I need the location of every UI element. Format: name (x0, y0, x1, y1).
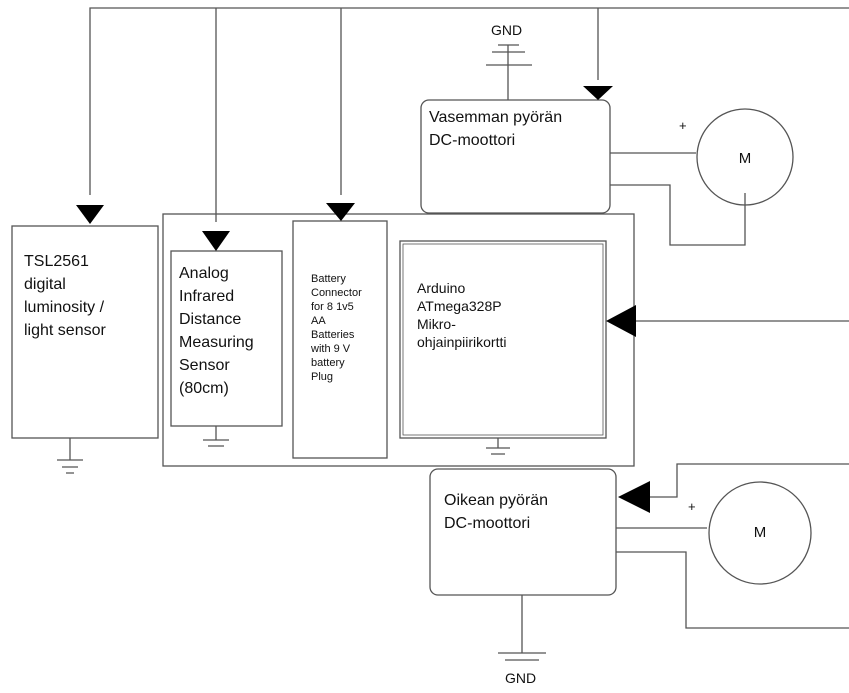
arrow-distance-sensor (202, 231, 230, 251)
arduino-label: Arduino ATmega328P Mikro- ohjainpiirikor… (417, 280, 507, 350)
arduino-ground (486, 438, 510, 455)
right-motor-driver-box (429, 468, 617, 596)
top-gnd-wire (486, 45, 532, 100)
arrow-right-motor-driver (618, 481, 650, 513)
top-bus-wire (89, 7, 849, 195)
battery-connector-box (292, 220, 388, 459)
right-motor-return-wire (616, 551, 849, 629)
distance-sensor-box (170, 250, 283, 427)
arrow-battery (326, 203, 355, 221)
arrow-left-motor-driver (583, 86, 613, 100)
distance-sensor-ground (203, 426, 229, 447)
battery-connector-label: Battery Connector for 8 1v5 AA Batteries… (311, 273, 362, 383)
light-sensor-box (11, 225, 159, 439)
left-motor-driver-box (420, 99, 611, 214)
top-gnd-label: GND (491, 22, 523, 38)
light-sensor-ground (57, 438, 83, 474)
right-motor-circle (708, 481, 812, 585)
left-motor-symbol: M (738, 150, 752, 167)
arrow-arduino (606, 305, 636, 337)
main-board-outline (162, 213, 635, 467)
left-motor-return-wire (610, 184, 746, 246)
bottom-gnd-wire (498, 595, 546, 661)
distance-sensor-label: Analog Infrared Distance Measuring Senso… (179, 265, 254, 397)
right-motor-symbol: M (753, 524, 767, 541)
right-motor-plus-label: + (688, 499, 696, 514)
light-sensor-label: TSL2561 digital luminosity / light senso… (24, 253, 106, 339)
arrow-light-sensor (76, 205, 104, 224)
top-gnd-symbol (492, 44, 525, 53)
bottom-gnd-label: GND (505, 670, 537, 686)
arduino-box-outer (399, 240, 607, 439)
left-motor-plus-label: + (679, 118, 687, 133)
right-driver-input-wire (650, 463, 849, 498)
left-motor-circle (696, 108, 794, 206)
arduino-box-inner (402, 243, 604, 436)
right-motor-driver-label: Oikean pyörän DC-moottori (444, 492, 549, 532)
left-motor-driver-label: Vasemman pyörän DC-moottori (429, 109, 563, 149)
